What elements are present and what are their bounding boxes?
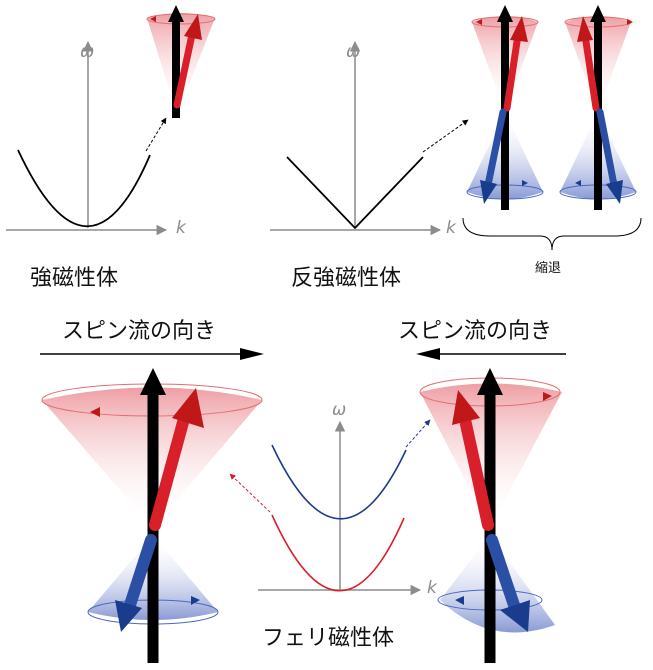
- pointer-arrow: [145, 117, 167, 152]
- lower-red-dispersion-curve: [271, 514, 405, 592]
- ferrimagnet-spin-right: [419, 368, 562, 663]
- spin-current-arrow-right: [416, 348, 566, 360]
- ferromagnet-title: 強磁性体: [30, 266, 119, 291]
- blue-pointer-arrow: [405, 419, 431, 448]
- ferrimagnet-spin-left: [41, 368, 263, 663]
- spin-current-label-left: スピン流の向き: [62, 319, 217, 344]
- k-axis-label-ferri: k: [427, 578, 437, 598]
- pointer-arrow: [422, 119, 469, 153]
- red-pointer-arrow: [229, 473, 271, 513]
- ferromagnet-spin: [146, 5, 216, 118]
- antiferromagnet-spin-left: [466, 5, 544, 210]
- degenerate-label: 縮退: [535, 261, 562, 276]
- ferrimagnet-plot: [229, 419, 431, 596]
- omega-axis-label-antiferro: ω: [346, 42, 361, 62]
- antiferromagnet-title: 反強磁性体: [291, 266, 402, 291]
- upper-blue-dispersion-curve: [271, 444, 407, 520]
- spin-current-label-right: スピン流の向き: [398, 319, 553, 344]
- antiferromagnet-spin-right: [559, 5, 637, 210]
- k-axis-label-ferro: k: [176, 218, 186, 238]
- ferromagnet-plot: [6, 40, 168, 236]
- degeneracy-brace: [462, 217, 642, 251]
- spin-current-arrow-left: [40, 348, 264, 360]
- magnon-dispersion-curve: [17, 149, 151, 228]
- magnon-dispersion-curve: [286, 156, 424, 230]
- ferrimagnet-title: フェリ磁性体: [262, 626, 395, 651]
- k-axis-label-antiferro: k: [446, 218, 456, 238]
- omega-axis-label-ferri: ω: [332, 400, 347, 420]
- antiferromagnet-plot: [270, 40, 469, 236]
- omega-axis-label-ferro: ω: [80, 42, 95, 62]
